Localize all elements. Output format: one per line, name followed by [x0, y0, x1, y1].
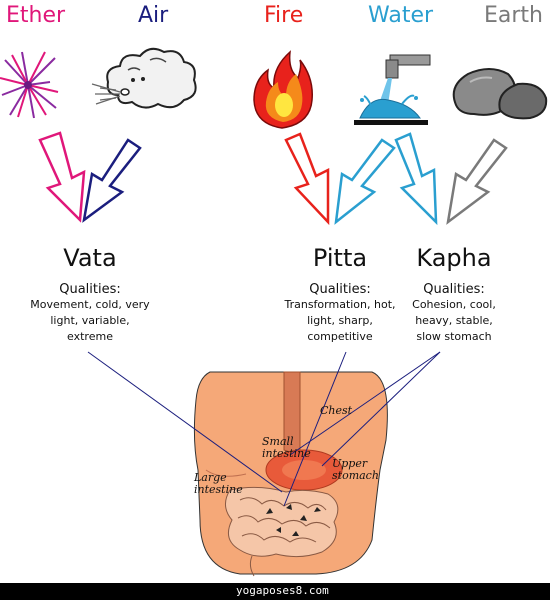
starburst-icon [0, 51, 59, 119]
torso-illustration [193, 371, 388, 577]
element-label-water: Water [368, 3, 434, 28]
pitta-qualities-text: Transformation, hot, light, sharp, compe… [284, 298, 396, 343]
flame-icon [253, 50, 313, 129]
organ-label-large-intestine: Large intestine [194, 471, 243, 496]
organ-label-chest: Chest [320, 404, 353, 417]
vata-qualities-title: Qualities: [59, 282, 121, 297]
wind-cloud-icon [91, 47, 197, 109]
kapha-qualities-text: Cohesion, cool, heavy, stable, slow stom… [412, 298, 496, 343]
vata-qualities-text: Movement, cold, very light, variable, ex… [30, 298, 150, 343]
connector-lines [87, 351, 441, 507]
organ-label-small-intestine: Small intestine [262, 435, 311, 460]
element-label-fire: Fire [264, 3, 304, 28]
element-label-air: Air [138, 3, 169, 28]
arrows [38, 131, 508, 226]
footer-url: yogaposes8.com [236, 584, 329, 597]
faucet-water-icon [354, 54, 431, 125]
stones-icon [452, 68, 548, 120]
pitta-qualities-title: Qualities: [309, 282, 371, 297]
element-label-earth: Earth [484, 3, 543, 28]
dosha-vata-title: Vata [63, 244, 117, 272]
organ-label-upper-stomach: Upper stomach [332, 457, 379, 482]
footer-bar: yogaposes8.com [0, 583, 550, 600]
kapha-qualities-title: Qualities: [423, 282, 485, 297]
element-label-ether: Ether [6, 3, 66, 28]
dosha-pitta-title: Pitta [312, 244, 368, 272]
dosha-kapha-title: Kapha [416, 244, 492, 272]
